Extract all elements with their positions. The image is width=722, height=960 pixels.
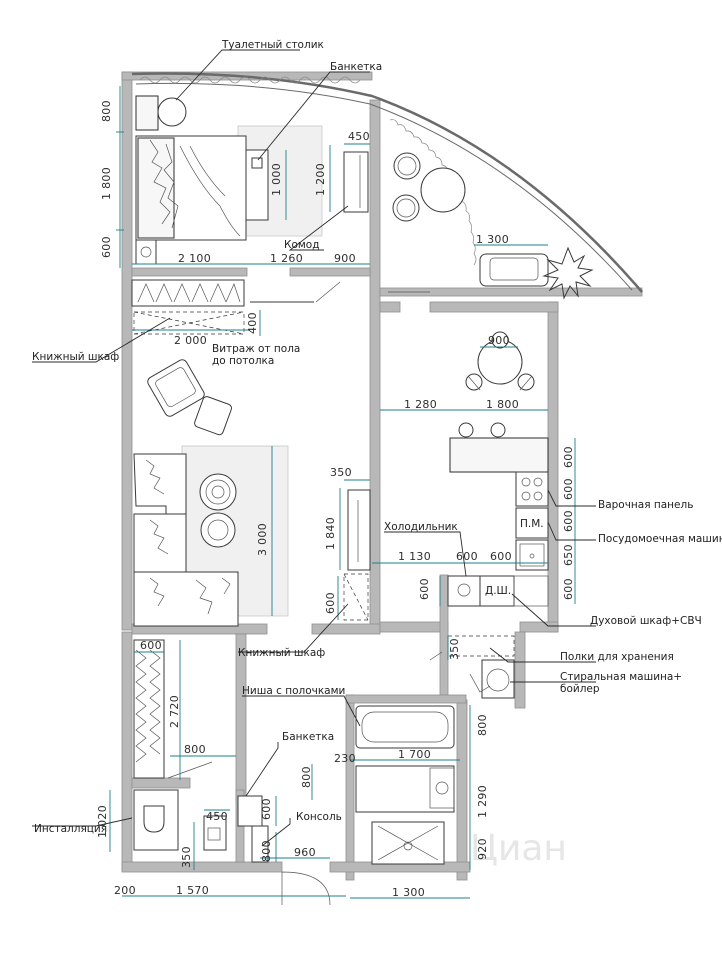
dim-1800-kitchen: 1 800 [486,398,519,411]
dishwasher-mark: П.М. [520,518,544,530]
dim-900-top: 900 [334,252,356,265]
dim-600-console: 600 [260,798,273,820]
label-stained-glass-2: до потолка [212,355,274,367]
oven-mark: Д.Ш. [485,585,511,597]
dim-1700: 1 700 [398,748,431,761]
label-dishwasher: Посудомоечная машина [598,533,722,545]
label-hob: Варочная панель [598,499,693,511]
dim-600-k4: 600 [562,578,575,600]
dim-1300-balcony: 1 300 [476,233,509,246]
dim-600-k1: 600 [562,446,575,468]
bathroom [355,635,515,865]
label-fridge: Холодильник [384,521,458,533]
dim-350-living: 350 [330,466,352,479]
living-room [131,279,430,627]
balcony-sofa [479,253,549,287]
plant [542,246,594,300]
dim-230: 230 [334,752,356,765]
label-bookcase-bottom: Книжный шкаф [238,647,325,659]
dim-800-top: 800 [100,100,113,122]
dim-2720: 2 720 [168,695,181,728]
label-dresser: Комод [284,239,319,251]
label-installation: Инсталляция [34,823,107,835]
label-washer: Стиральная машина+ [560,671,682,683]
dim-650: 650 [562,544,575,566]
dimension-lines [109,86,576,899]
dim-960: 960 [294,846,316,859]
label-storage-shelves: Полки для хранения [560,651,674,663]
dim-600-k3: 600 [562,510,575,532]
fridge [447,575,481,607]
dim-800-hall: 800 [184,743,206,756]
vanity-chair [157,97,187,127]
dim-400: 400 [246,312,259,334]
dim-3000: 3 000 [256,523,269,556]
dim-600-bed: 600 [100,236,113,258]
room-labels: Туалетный столик Банкетка Комод Книжный … [32,39,722,869]
watermark: Циан [470,828,567,869]
walls [121,71,643,881]
dim-1020: 1 020 [96,805,109,838]
dim-800-bath: 800 [476,714,489,736]
dim-1000: 1 000 [270,163,283,196]
dim-200: 200 [114,884,136,897]
dim-600-fridge-v: 600 [418,578,431,600]
dim-800-console: 800 [260,840,273,862]
dim-600-hall: 600 [140,639,162,652]
label-bench-top: Банкетка [330,61,382,73]
dim-350-storage: 350 [448,638,461,660]
dim-1290: 1 290 [476,785,489,818]
toilet [143,805,165,833]
dim-600-living: 600 [324,592,337,614]
dim-600-k2: 600 [562,478,575,500]
dim-450-top: 450 [348,130,370,143]
dim-920: 920 [476,838,489,860]
leader-lines [32,49,596,847]
bench-bottom [237,795,263,827]
bedroom [135,95,369,265]
dim-1300-bottom: 1 300 [392,886,425,899]
label-washer-2: бойлер [560,683,600,695]
balcony-furniture [392,152,594,300]
kitchen: П.М. Д.Ш. [447,331,549,607]
dim-1280: 1 280 [404,398,437,411]
dim-800-b2: 800 [300,766,313,788]
dim-350-wc: 350 [180,846,193,868]
hall-wardrobe [133,639,165,779]
hob [515,471,549,507]
dim-600-f1: 600 [456,550,478,563]
dim-1570: 1 570 [176,884,209,897]
dimension-texts: 800 1 800 600 450 1 000 1 200 2 100 1 26… [96,100,575,899]
dim-600-f2: 600 [490,550,512,563]
oven [479,575,515,607]
dim-1130: 1 130 [398,550,431,563]
label-niche: Ниша с полочками [242,685,345,697]
sink [515,539,549,571]
dim-1840: 1 840 [324,517,337,550]
dim-2000: 2 000 [174,334,207,347]
label-oven: Духовой шкаф+СВЧ [590,615,702,627]
dim-1200: 1 200 [314,163,327,196]
hallway [133,639,331,906]
dresser [343,151,369,213]
label-stained-glass: Витраж от пола [212,343,300,355]
console [251,825,269,863]
label-bench-bottom: Банкетка [282,731,334,743]
dim-900-table: 900 [488,334,510,347]
label-vanity-table: Туалетный столик [221,39,324,51]
bookcase [131,279,245,307]
dim-2100: 2 100 [178,252,211,265]
dim-1800: 1 800 [100,167,113,200]
bar-counter [449,437,549,473]
bathtub [355,705,455,749]
dim-450-wc: 450 [206,810,228,823]
dim-1260: 1 260 [270,252,303,265]
label-bookcase-left: Книжный шкаф [32,351,119,363]
label-console: Консоль [296,811,342,823]
